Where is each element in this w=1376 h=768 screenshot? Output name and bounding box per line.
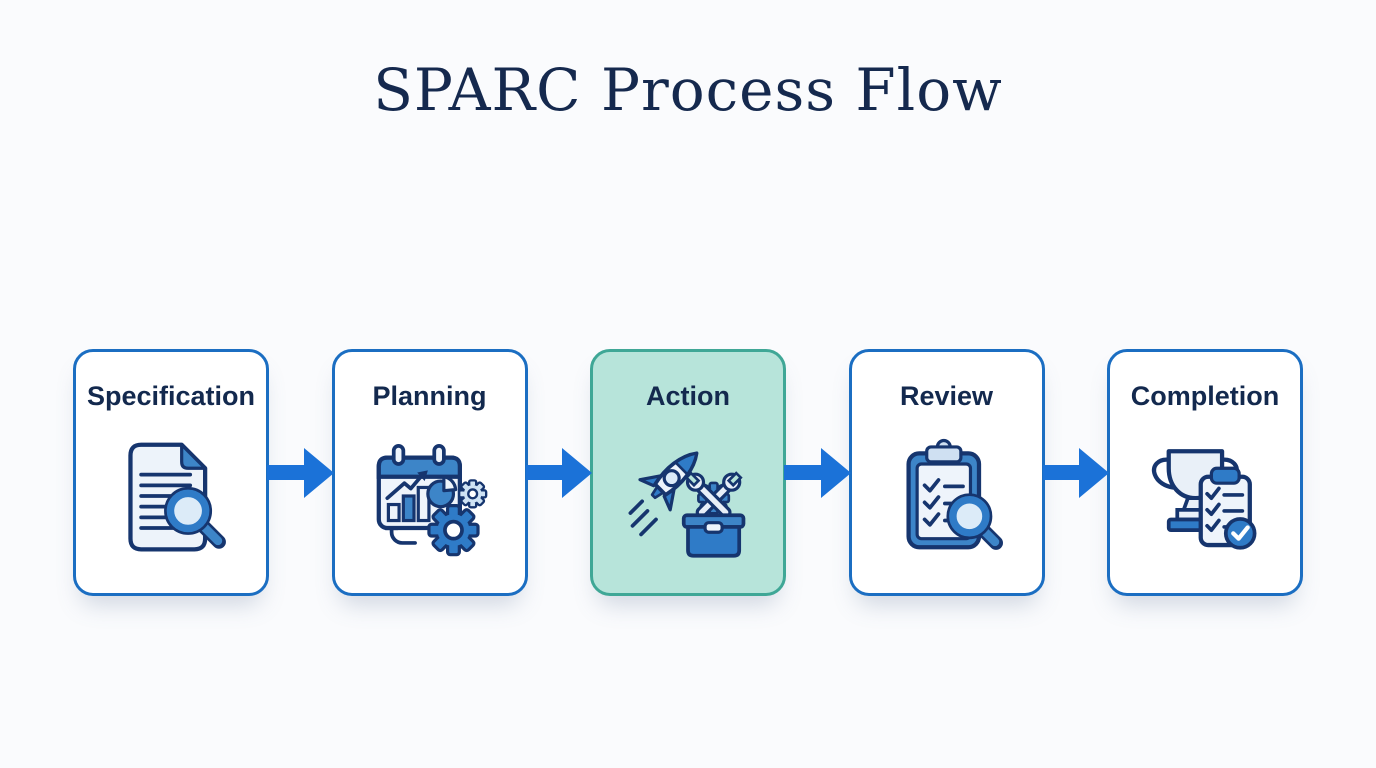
calendar-charts-gears-icon: [360, 426, 500, 566]
process-flow: Specification Planni: [73, 349, 1303, 596]
step-card-specification: Specification: [73, 349, 269, 596]
document-search-icon: [101, 426, 241, 566]
step-card-planning: Planning: [331, 349, 528, 596]
step-label: Specification: [86, 381, 256, 411]
flow-arrow: [784, 447, 851, 498]
step-label: Planning: [372, 381, 487, 411]
step-card-action: Action: [590, 349, 786, 596]
step-card-review: Review: [848, 349, 1045, 596]
step-label: Action: [646, 381, 730, 411]
flow-arrow: [525, 447, 592, 498]
flow-arrow: [1042, 447, 1109, 498]
page-title: SPARC Process Flow: [373, 56, 1003, 124]
step-card-completion: Completion: [1107, 349, 1303, 596]
rocket-toolbox-icon: [618, 426, 758, 566]
step-label: Review: [899, 381, 994, 411]
step-label: Completion: [1130, 381, 1280, 411]
flow-arrow: [267, 447, 334, 498]
trophy-checklist-icon: [1135, 426, 1275, 566]
clipboard-checklist-magnifier-icon: [877, 426, 1017, 566]
